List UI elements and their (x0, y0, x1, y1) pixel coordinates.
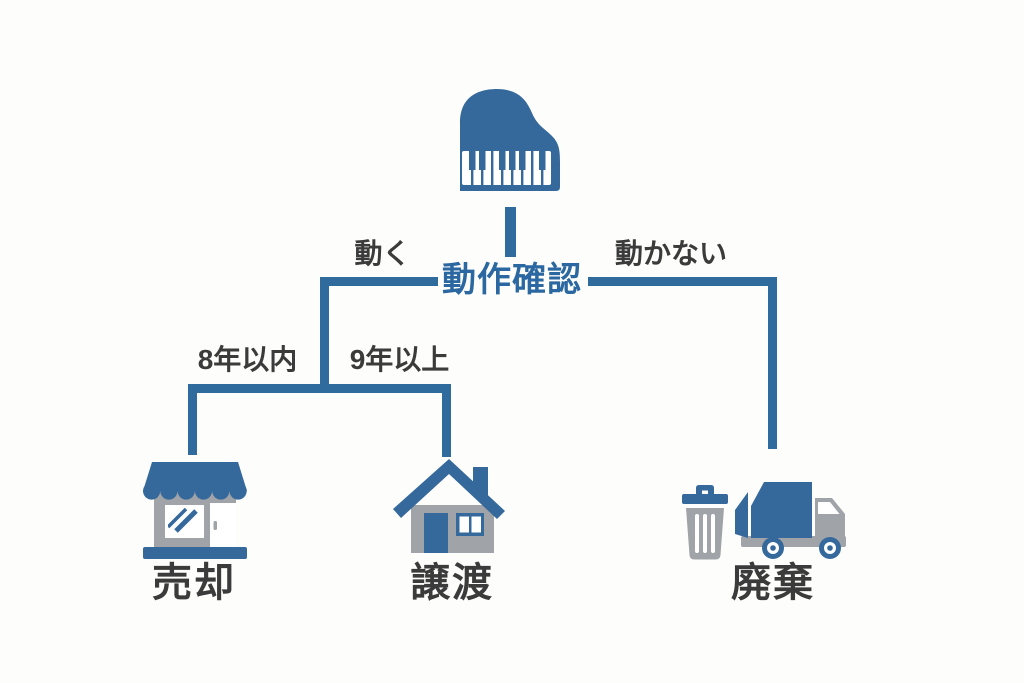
shop-window (165, 505, 204, 538)
branch-label-works: 動く (354, 238, 411, 269)
trash-handle (696, 485, 714, 495)
line-title-right (588, 277, 777, 286)
garbage-truck-icon (735, 482, 846, 559)
branch-label-not-works: 動かない (614, 238, 727, 269)
grand-piano-icon (460, 89, 560, 191)
house-icon (393, 459, 505, 553)
trash-slats (695, 514, 715, 553)
outcome-label-transfer: 譲渡 (410, 561, 494, 605)
outcome-label-sell: 売却 (152, 561, 236, 605)
truck-front-wheel (819, 537, 841, 559)
line-works-vertical (320, 277, 329, 393)
truck-rear-loader (735, 492, 748, 538)
house-window (456, 513, 484, 536)
storefront-icon (143, 462, 247, 559)
truck-window (818, 502, 840, 514)
awning-scallops (143, 482, 247, 500)
trash-can-icon (682, 485, 728, 560)
outcome-label-dispose: 廃棄 (731, 561, 815, 605)
line-title-left (320, 277, 438, 286)
piano-to-title-connector (505, 207, 516, 257)
decision-title: 動作確認 (442, 261, 582, 299)
branch-label-over-9-years: 9年以上 (349, 344, 450, 375)
branch-label-within-8-years: 8年以内 (197, 344, 298, 375)
house-door (424, 513, 448, 553)
shop-door (210, 503, 236, 549)
truck-rear-wheel (762, 537, 784, 559)
line-to-transfer-vertical (442, 384, 451, 457)
line-notworks-vertical (768, 277, 777, 449)
trash-lid (682, 494, 728, 504)
line-age-horizontal (188, 384, 451, 393)
truck-cargo-box (751, 482, 812, 538)
piano-black-keys (469, 151, 546, 170)
line-to-sell-vertical (188, 384, 197, 455)
